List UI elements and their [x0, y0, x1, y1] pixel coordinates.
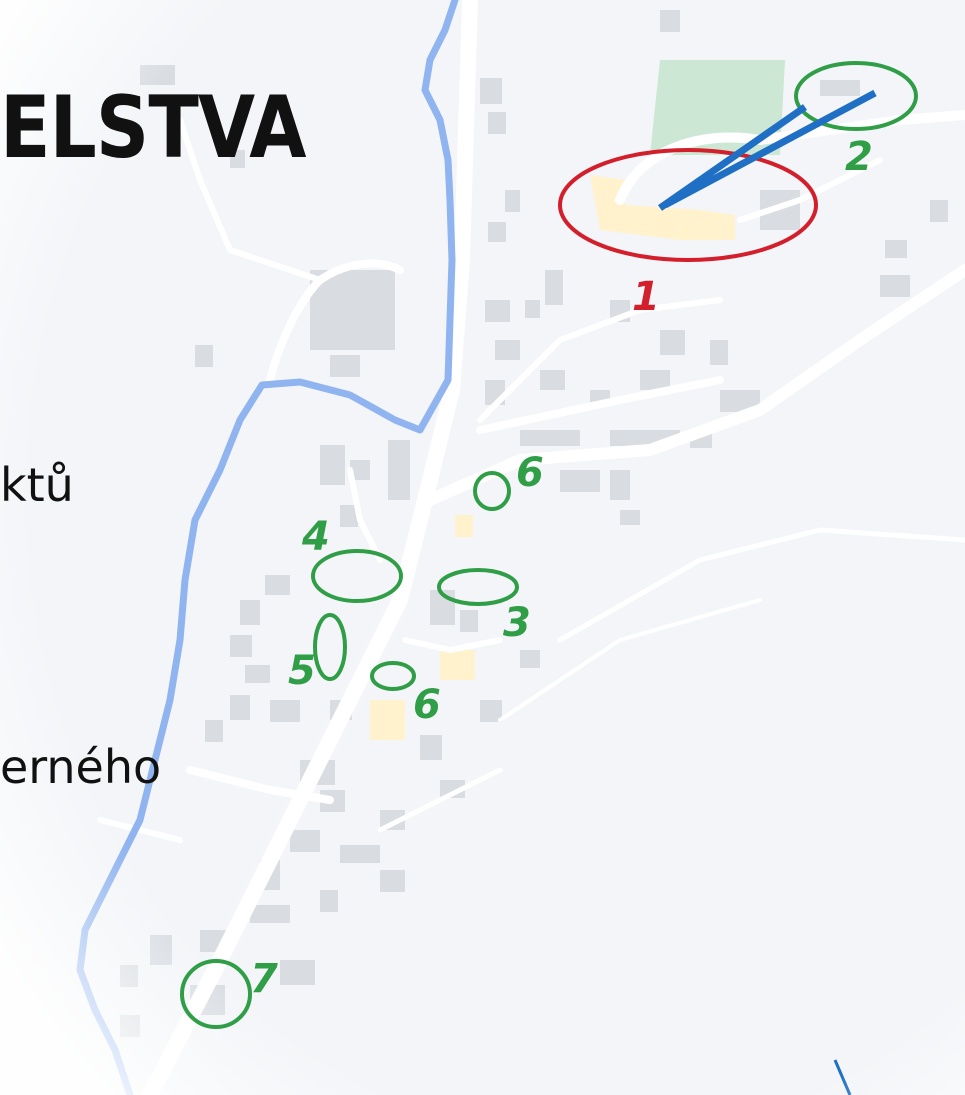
marker-7-label: 7 [250, 956, 278, 1002]
marker-6b-outline[interactable] [370, 661, 416, 691]
marker-2-label: 2 [845, 134, 873, 180]
slide-title-fragment: ELSTVA [0, 78, 307, 178]
marker-1-label: 1 [632, 274, 660, 320]
slide-body-fragment-1: ktů [0, 458, 74, 512]
marker-5-outline[interactable] [313, 613, 347, 681]
blue-connection-line [657, 89, 877, 211]
marker-6a-outline[interactable] [473, 471, 511, 511]
marker-outlines [180, 61, 918, 1029]
marker-4-outline[interactable] [311, 549, 403, 603]
marker-6a-label: 6 [516, 450, 544, 496]
slide-body-fragment-2: erného [0, 740, 162, 794]
marker-3-label: 3 [503, 600, 531, 646]
marker-3-outline[interactable] [437, 568, 519, 606]
marker-7-outline[interactable] [180, 959, 252, 1029]
marker-2-outline[interactable] [794, 61, 918, 131]
marker-6b-label: 6 [413, 682, 441, 728]
marker-1-outline[interactable] [558, 148, 818, 262]
marker-4-label: 4 [301, 514, 330, 560]
marker-5-label: 5 [288, 648, 316, 694]
